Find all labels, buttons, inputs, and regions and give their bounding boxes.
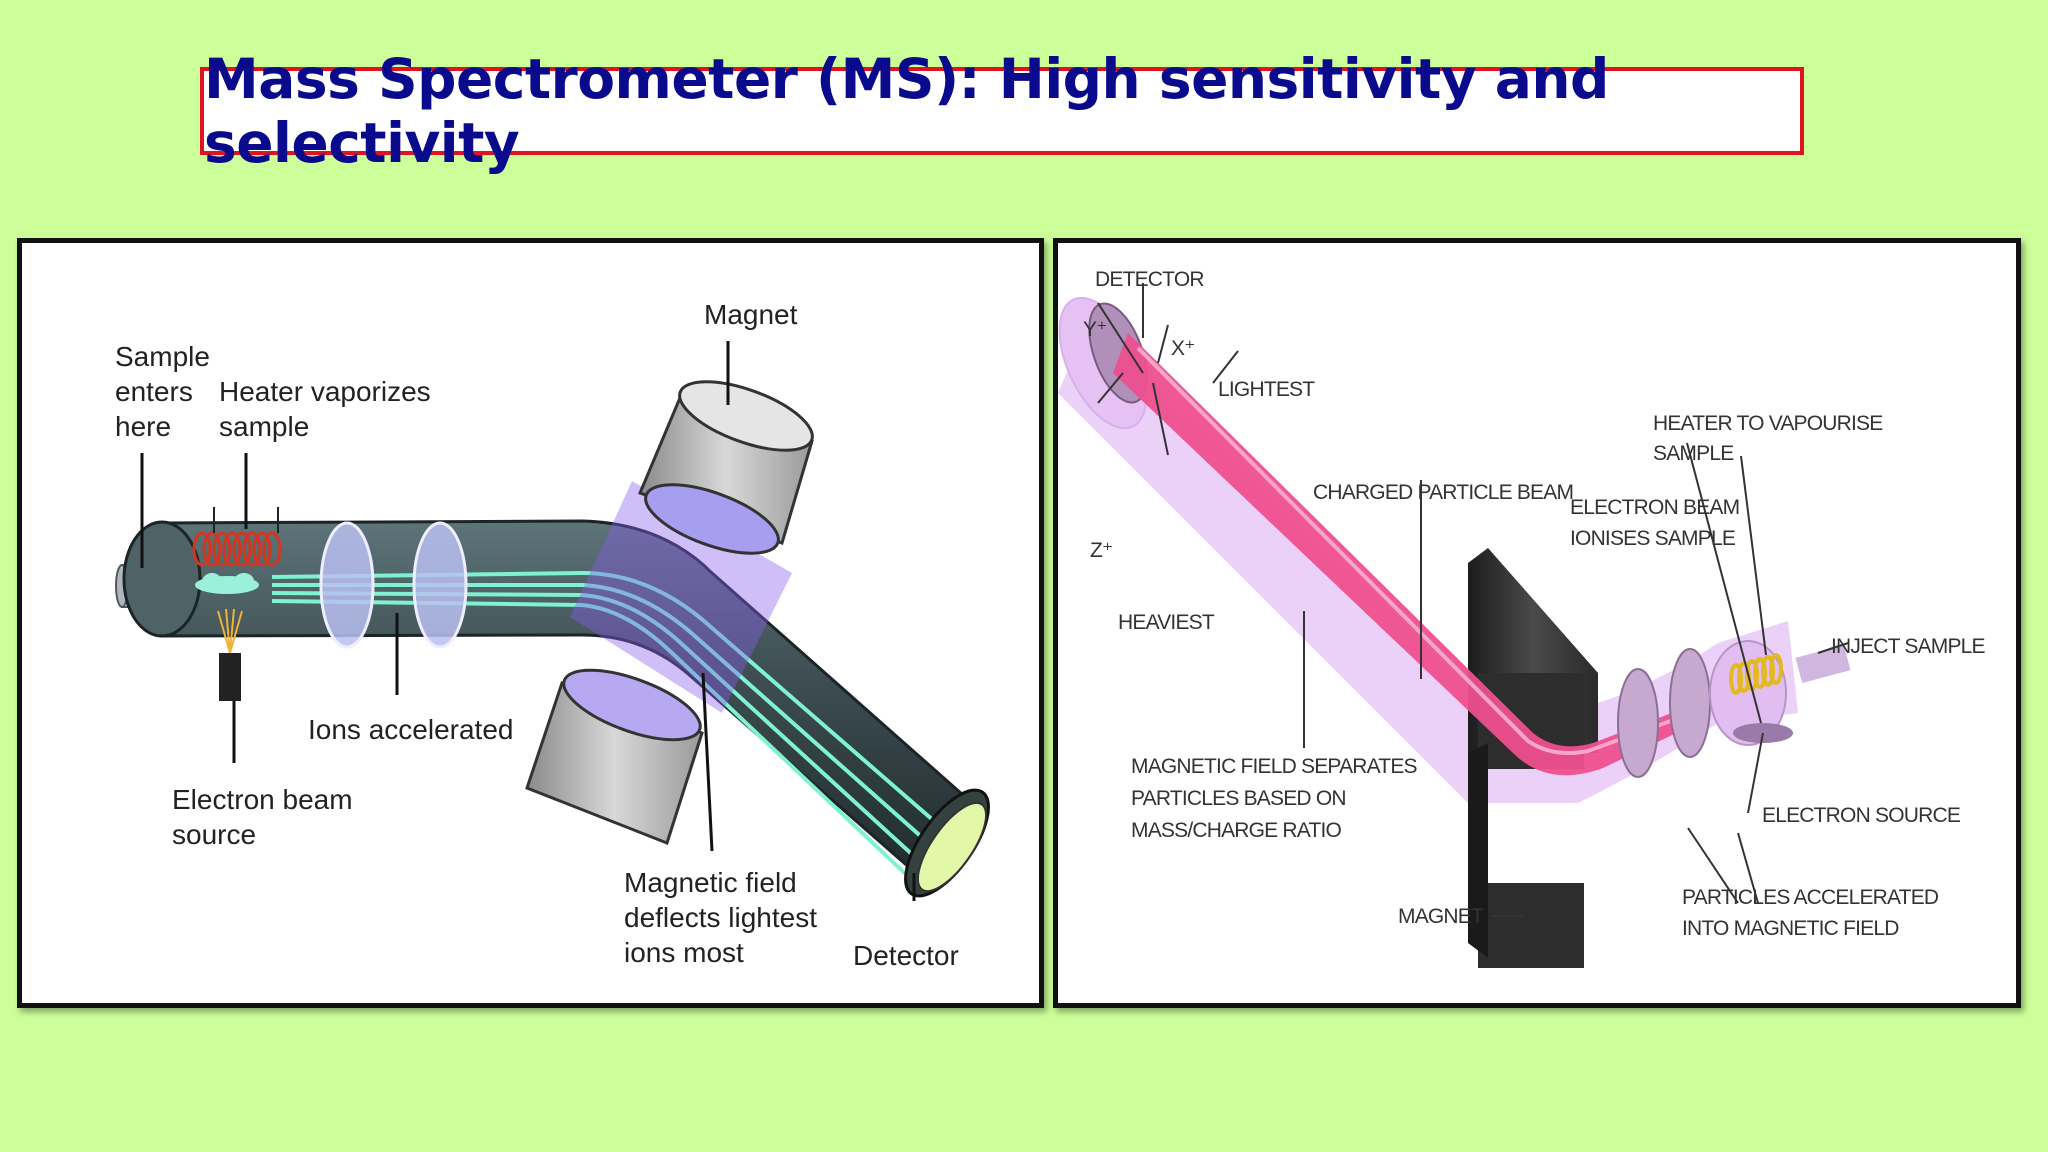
electron-beam-fan [217,608,243,654]
magnetic-field-region [570,481,792,713]
label-field-3: ions most [624,937,744,968]
label-inject-sample: INJECT SAMPLE [1831,635,1986,658]
label-z-plus: Z⁺ [1090,539,1112,562]
beam-highlight [1136,346,1699,755]
label-field-2: deflects lightest [624,902,817,933]
label-electron-beam-2: source [172,819,256,850]
label-heater-1: HEATER TO VAPOURISE [1653,412,1883,435]
top-magnet [638,380,814,555]
label-sample-1: Sample [115,341,210,372]
page-title: Mass Spectrometer (MS): High sensitivity… [204,47,1609,175]
label-field-1: Magnetic field [624,867,797,898]
bottom-magnet [525,668,704,845]
detector-disk [904,788,990,898]
label-ions-accelerated: Ions accelerated [308,714,513,745]
label-electron-source: ELECTRON SOURCE [1762,804,1961,827]
label-heaviest: HEAVIEST [1118,611,1215,634]
accelerator-plates [319,521,468,649]
ion-beams [271,570,959,882]
source-chamber [1709,640,1851,746]
label-electron-beam-1: ELECTRON BEAM [1570,496,1739,519]
label-magnet: MAGNET [1398,905,1484,928]
label-heater-2: SAMPLE [1653,442,1734,465]
label-accelerated-1: PARTICLES ACCELERATED [1682,886,1939,909]
right-diagram: DETECTOR Y⁺ X⁺ Z⁺ LIGHTEST HEAVIEST CHAR… [1058,268,1986,968]
right-diagram-panel: DETECTOR Y⁺ X⁺ Z⁺ LIGHTEST HEAVIEST CHAR… [1053,238,2021,1008]
label-x-plus: X⁺ [1171,337,1195,360]
label-sample-3: here [115,411,171,442]
label-field-2: PARTICLES BASED ON [1131,787,1346,810]
leader-lines [140,341,916,901]
label-heater-2: sample [219,411,309,442]
label-electron-beam-2: IONISES SAMPLE [1570,527,1736,550]
label-magnet: Magnet [704,299,798,330]
left-diagram: Magnet Sample enters here Heater vaporiz… [115,299,990,971]
title-box: Mass Spectrometer (MS): High sensitivity… [200,47,1804,175]
electron-beam-source [219,653,241,701]
label-heater-1: Heater vaporizes [219,376,431,407]
leader-lines [1097,283,1849,917]
label-accelerated-2: INTO MAGNETIC FIELD [1682,917,1899,940]
heater-coil [192,507,282,567]
label-electron-beam-1: Electron beam [172,784,353,815]
label-detector: DETECTOR [1095,268,1204,291]
label-field-3: MASS/CHARGE RATIO [1131,819,1342,842]
left-diagram-panel: Magnet Sample enters here Heater vaporiz… [17,238,1044,1008]
label-sample-2: enters [115,376,193,407]
heater-coil [1729,653,1783,695]
label-field-1: MAGNETIC FIELD SEPARATES [1131,755,1418,778]
label-detector: Detector [853,940,959,971]
label-y-plus: Y⁺ [1083,318,1107,341]
label-lightest: LIGHTEST [1218,378,1315,401]
sample-vapor [195,573,259,594]
label-charged-particle-beam: CHARGED PARTICLE BEAM [1313,481,1573,504]
